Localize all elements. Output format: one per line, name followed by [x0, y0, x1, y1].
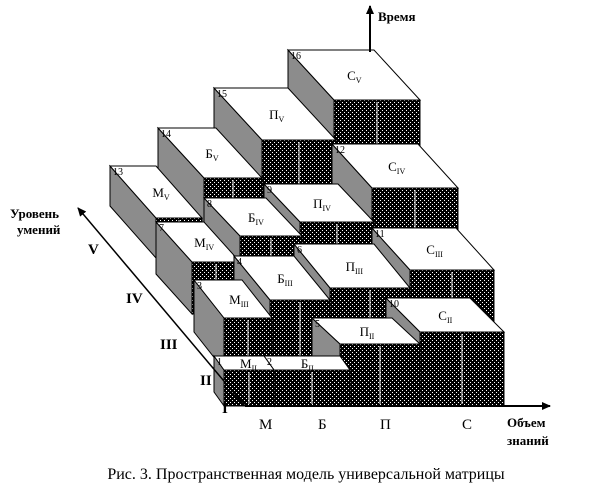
- block-number: 10: [389, 299, 399, 310]
- block-label-base: С: [426, 242, 435, 257]
- column-label-p: П: [380, 417, 391, 433]
- block-top-face: [212, 87, 338, 141]
- block-label-base: С: [347, 68, 356, 83]
- block-label-base: М: [194, 235, 206, 250]
- block-top-face: [292, 243, 412, 289]
- block-label: ПII: [360, 325, 375, 341]
- block-label: СII: [438, 309, 452, 325]
- block-label-base: П: [359, 324, 369, 339]
- block-label-base: М: [240, 356, 252, 371]
- block-number: 14: [161, 129, 171, 140]
- knowledge-axis-label-line2: знаний: [507, 433, 549, 448]
- block-label: ПIII: [346, 260, 363, 276]
- block-top-face: [310, 317, 422, 345]
- block-number: 13: [113, 167, 123, 178]
- block-label-base: П: [269, 107, 279, 122]
- block-label: СIV: [388, 160, 405, 176]
- levels-axis-arrow: [77, 207, 246, 407]
- block-top-face: [262, 183, 376, 223]
- block-top-face: [156, 127, 264, 179]
- levels-axis-label-line1: Уровень: [10, 206, 60, 221]
- block-label-base: Б: [248, 210, 256, 225]
- time-axis-label: Время: [378, 9, 416, 24]
- block-number: 6: [297, 245, 302, 256]
- block-label-base: М: [152, 185, 164, 200]
- block-label: СV: [347, 69, 361, 85]
- block-label-subscript: II: [368, 332, 375, 341]
- block-number: 9: [267, 185, 272, 196]
- block-top-face: [384, 297, 506, 333]
- block-label-subscript: V: [278, 115, 285, 124]
- block-top-face: [232, 255, 332, 301]
- block-label-subscript: III: [284, 279, 293, 288]
- block-label: МII: [240, 357, 257, 373]
- block-label-subscript: II: [446, 316, 453, 325]
- figure-caption: Рис. 3. Пространственная модель универса…: [107, 466, 505, 483]
- level-label-4: IV: [126, 291, 143, 307]
- block-label: МIV: [194, 236, 214, 252]
- level-label-2: II: [200, 373, 212, 389]
- block-label-subscript: V: [163, 193, 170, 202]
- block-label-base: М: [229, 292, 241, 307]
- block-label-subscript: IV: [205, 243, 215, 252]
- block-number: 7: [159, 223, 164, 234]
- block-top-face: [330, 143, 460, 189]
- levels-axis-label-line2: умений: [17, 222, 61, 237]
- block-top-face: [192, 279, 274, 319]
- block-top-face: [202, 197, 304, 237]
- block-label-subscript: V: [212, 154, 219, 163]
- block-label-subscript: III: [434, 250, 443, 259]
- block-label-subscript: III: [240, 300, 249, 309]
- column-label-s: С: [462, 417, 473, 433]
- block-label-subscript: IV: [255, 218, 264, 227]
- block-top-face: [286, 49, 422, 101]
- block-label-base: С: [388, 159, 397, 174]
- block-label-subscript: III: [354, 267, 363, 276]
- block-label: ПV: [269, 108, 284, 124]
- block-label-subscript: IV: [396, 167, 406, 176]
- block-label: ПIV: [313, 197, 331, 213]
- block-label-subscript: V: [355, 76, 362, 85]
- block-label-base: Б: [205, 146, 213, 161]
- block-number: 3: [197, 281, 202, 292]
- block-label: БV: [205, 147, 218, 163]
- block-label: БIV: [248, 211, 264, 227]
- block-label: БIII: [277, 272, 292, 288]
- block-number: 5: [315, 319, 320, 330]
- block-label-subscript: IV: [322, 204, 331, 213]
- level-label-3: III: [160, 337, 178, 353]
- block-label-base: П: [345, 259, 355, 274]
- block-number: 15: [217, 89, 227, 100]
- block-top-face: [370, 227, 496, 271]
- block-label-base: П: [313, 196, 323, 211]
- block-top-face: [213, 355, 275, 371]
- block-number: 12: [335, 145, 345, 156]
- block-label-base: Б: [300, 356, 309, 371]
- block-number: 2: [267, 357, 272, 368]
- level-label-5: V: [88, 242, 99, 258]
- column-label-m: М: [259, 417, 273, 433]
- level-label-1: I: [222, 401, 228, 417]
- knowledge-axis-label-line1: Объем: [507, 415, 546, 430]
- block-number: 8: [207, 199, 212, 210]
- block-label-base: С: [438, 308, 447, 323]
- block-label: БII: [301, 357, 314, 373]
- matrix-block-1: [213, 354, 275, 408]
- block-label-base: Б: [277, 271, 285, 286]
- block-label: СIII: [426, 243, 443, 259]
- column-label-b: Б: [318, 417, 327, 433]
- block-label: МV: [152, 186, 169, 202]
- block-number: 16: [291, 51, 301, 62]
- block-label-subscript: II: [308, 364, 314, 373]
- block-label: МIII: [229, 293, 249, 309]
- block-label-subscript: II: [251, 364, 257, 373]
- block-number: 4: [237, 257, 242, 268]
- block-top-face: [108, 165, 204, 219]
- block-number: 11: [375, 229, 385, 240]
- block-number: 1: [217, 357, 222, 368]
